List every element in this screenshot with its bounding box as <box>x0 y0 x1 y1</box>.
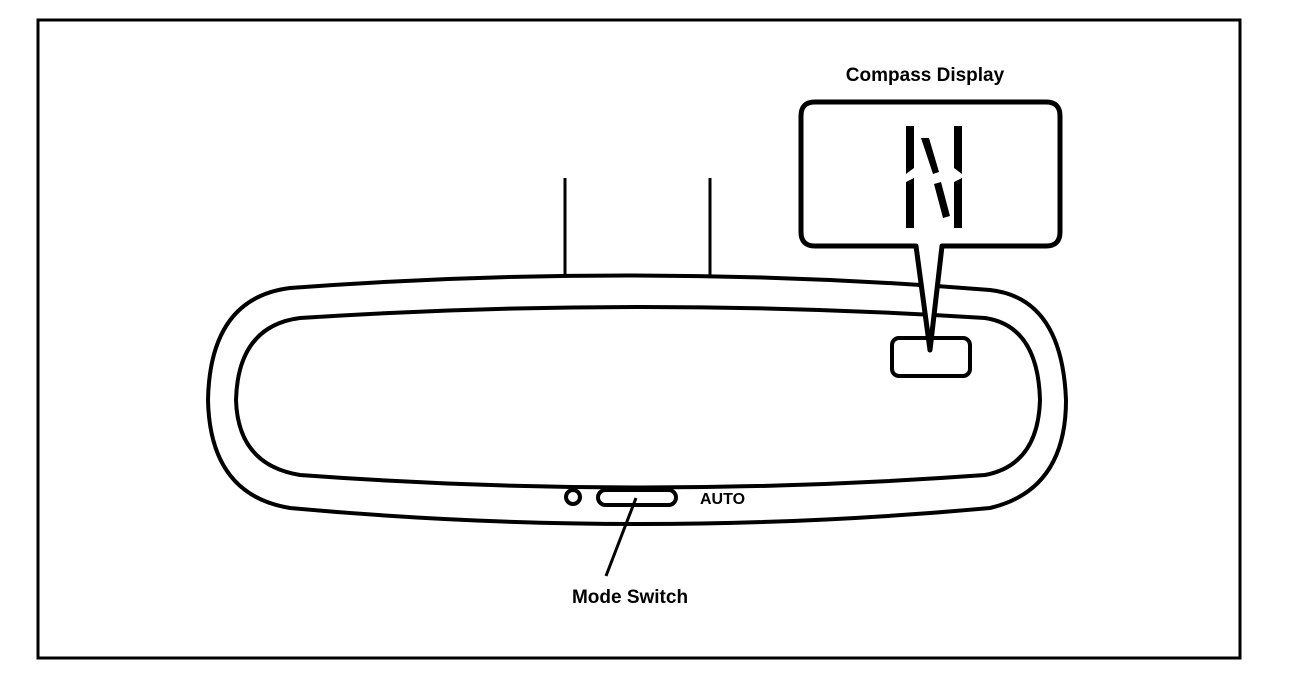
mirror-glass <box>233 305 1043 490</box>
segment-diagonal-upper <box>921 138 939 174</box>
segment-left-lower <box>906 178 914 228</box>
mode-switch-leader <box>604 497 638 577</box>
frame-border <box>36 18 1242 660</box>
compass-display-label: Compass Display <box>846 65 1005 86</box>
auto-label: AUTO <box>700 491 745 508</box>
mode-switch[interactable] <box>596 488 678 507</box>
segment-diagonal-lower <box>934 182 950 218</box>
compass-display-callout <box>798 99 1063 353</box>
segment-left-upper <box>906 126 914 174</box>
mode-switch-label: Mode Switch <box>572 587 688 608</box>
segment-right-upper <box>954 126 962 174</box>
compass-heading-segments <box>906 126 962 228</box>
segment-right-lower <box>954 178 962 228</box>
indicator-light <box>564 488 582 506</box>
